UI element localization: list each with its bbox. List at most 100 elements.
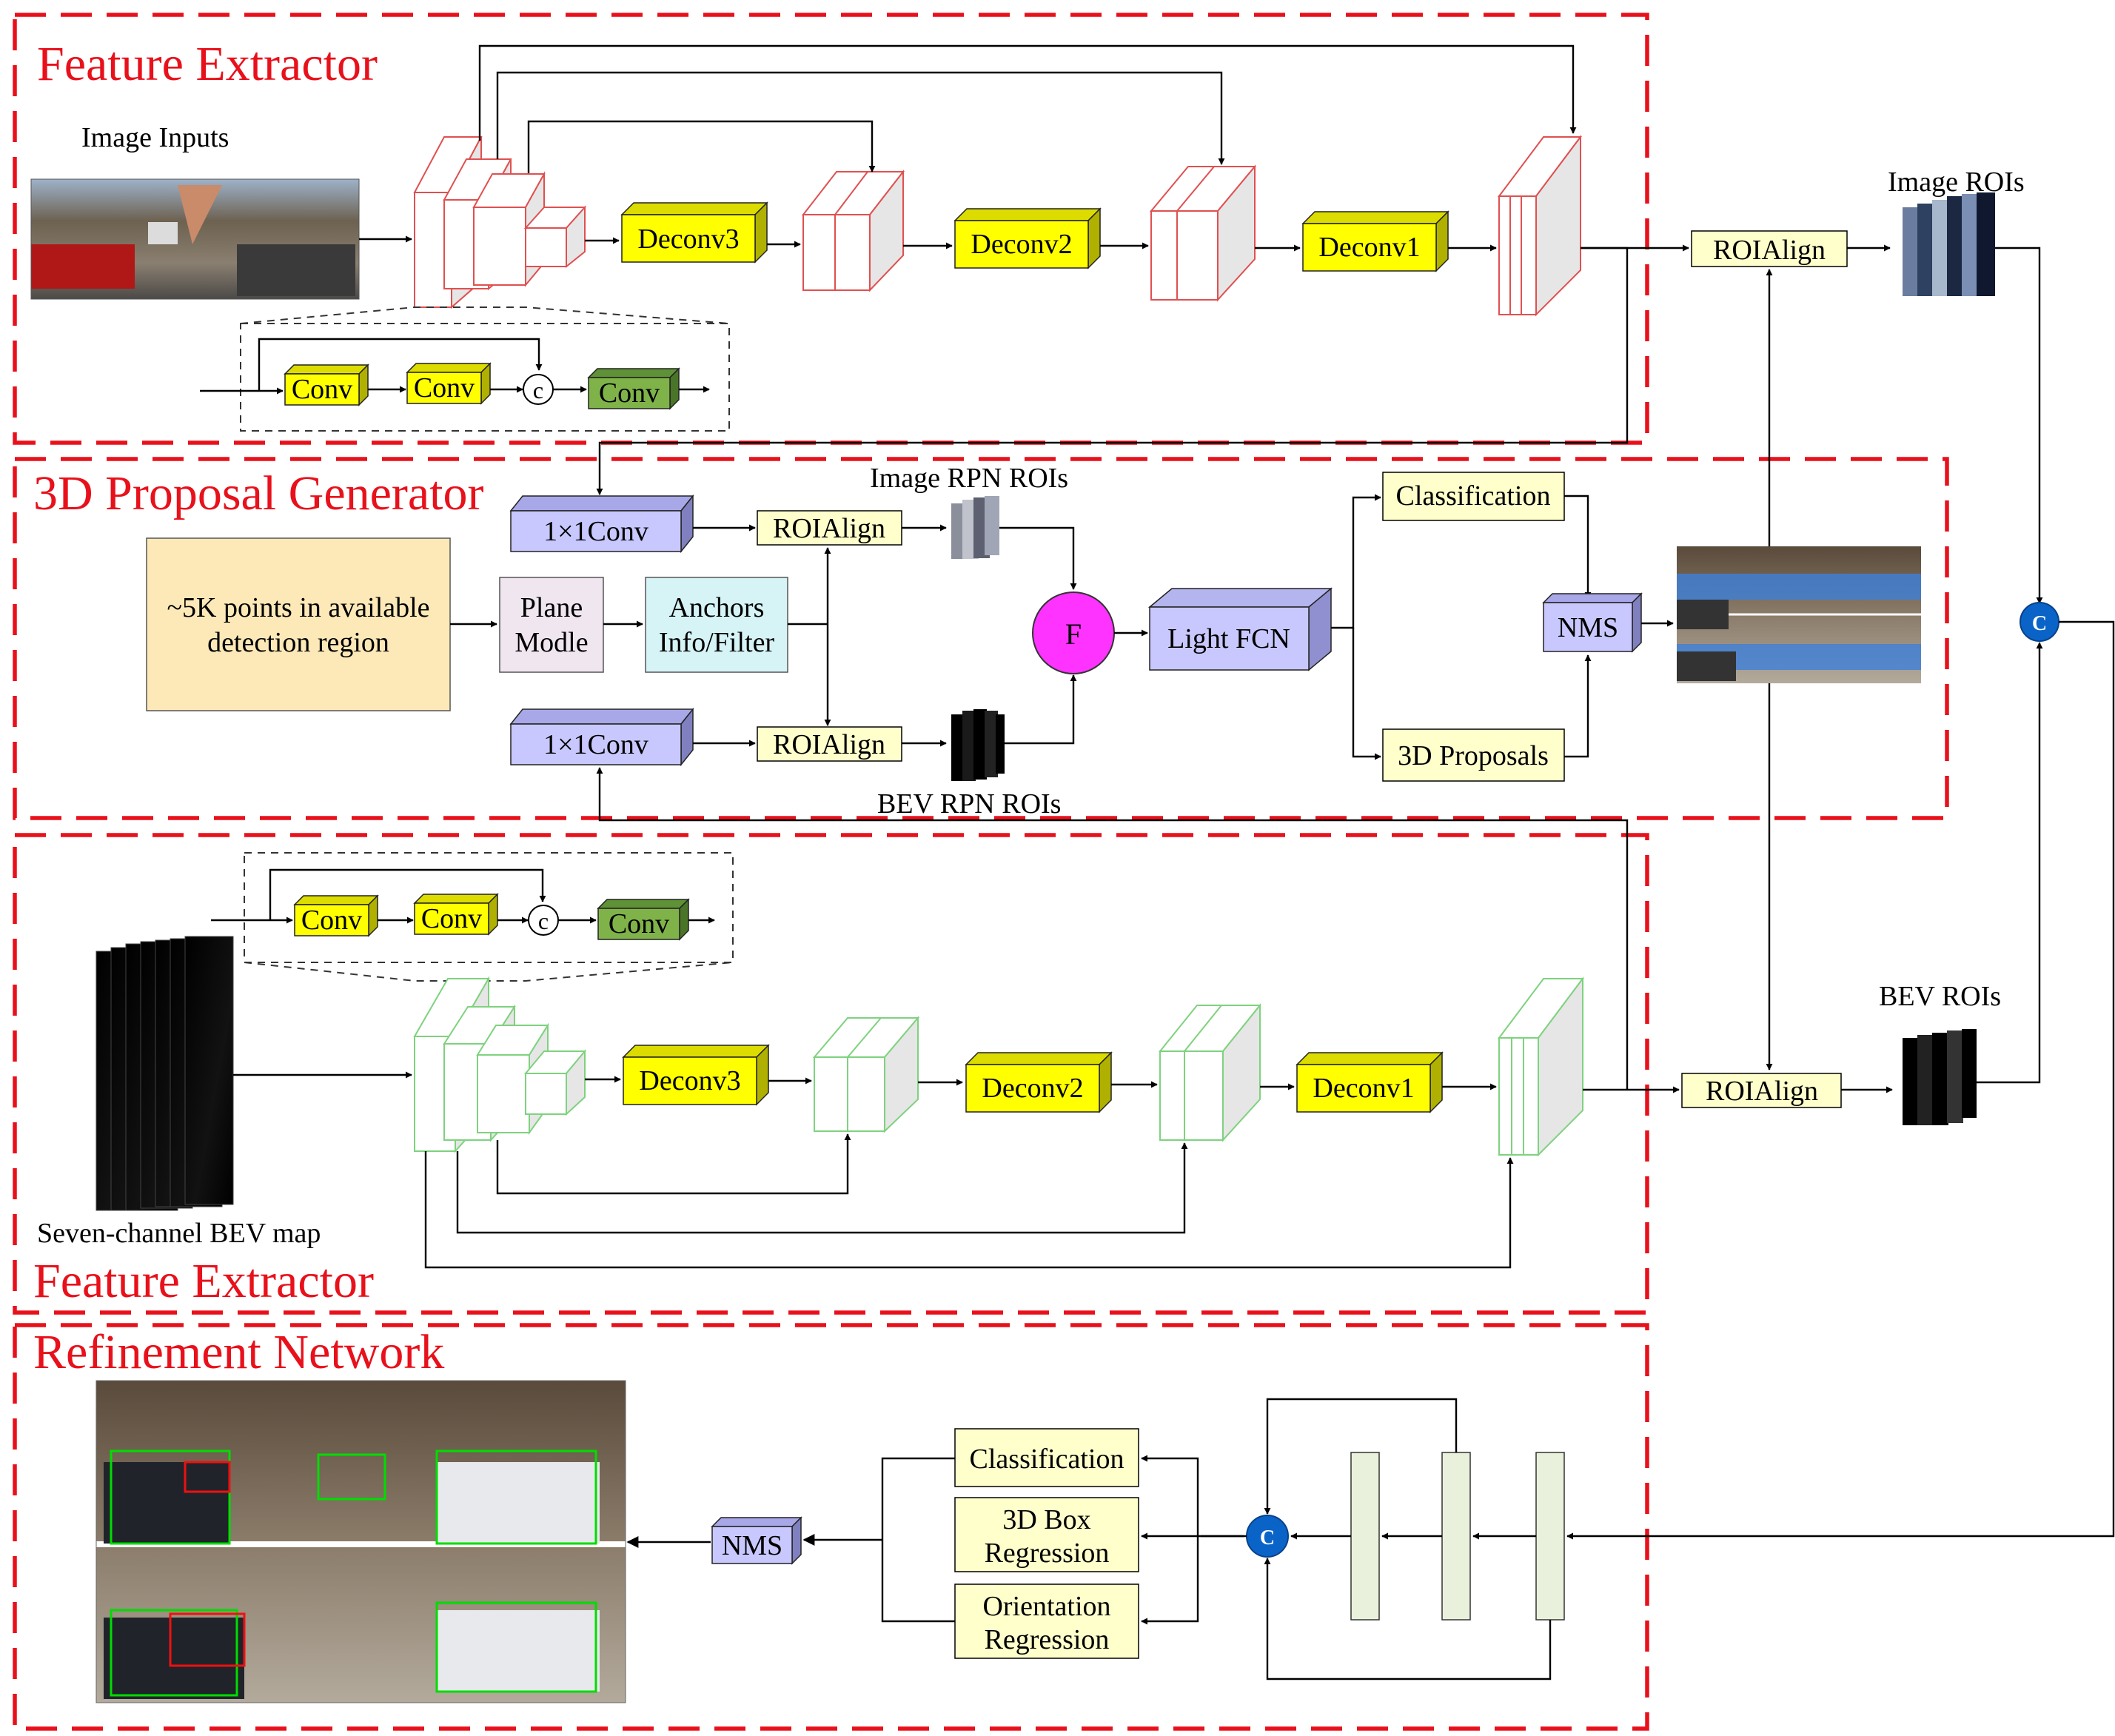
image-rpn-rois-label: Image RPN ROIs — [870, 463, 1068, 494]
orientation-regression-block: Orientation Regression — [954, 1583, 1139, 1659]
svg-text:c: c — [538, 908, 549, 934]
bev-encoder-stack — [413, 976, 587, 1153]
svg-text:Deconv1: Deconv1 — [1313, 1073, 1414, 1104]
svg-text:Modle: Modle — [514, 627, 588, 658]
bev-map-label: Seven-channel BEV map — [37, 1218, 321, 1249]
conv1x1-image[interactable]: 1×1Conv — [509, 494, 694, 554]
section-title-proposal: 3D Proposal Generator — [33, 466, 484, 520]
section-frame-refinement — [13, 1323, 1649, 1731]
section-title-image-extractor: Feature Extractor — [37, 37, 378, 91]
svg-text:C: C — [1260, 1526, 1275, 1549]
svg-text:1×1Conv: 1×1Conv — [543, 516, 648, 547]
svg-text:3D Proposals: 3D Proposals — [1398, 740, 1549, 771]
svg-text:ROIAlign: ROIAlign — [773, 513, 885, 544]
svg-text:Classification: Classification — [970, 1444, 1124, 1475]
svg-text:Conv: Conv — [609, 908, 669, 939]
svg-text:ROIAlign: ROIAlign — [773, 729, 885, 760]
svg-text:Conv: Conv — [421, 903, 482, 934]
conv-detail-inset-top — [240, 323, 730, 432]
classification-refinement: Classification — [954, 1428, 1139, 1487]
bev-feature-stack-4 — [1498, 976, 1584, 1157]
image-feature-stack-3 — [1149, 164, 1257, 302]
plane-model-box: Plane Modle — [499, 577, 604, 673]
bev-feature-stack-3 — [1158, 1003, 1262, 1142]
svg-text:Info/Filter: Info/Filter — [659, 627, 775, 658]
concat-refinement: C — [1246, 1515, 1289, 1558]
svg-text:Anchors: Anchors — [669, 592, 765, 623]
conv-detail-inset-bev — [244, 852, 734, 963]
image-feature-stack-2 — [801, 170, 905, 292]
svg-text:Regression: Regression — [985, 1624, 1110, 1655]
image-rpn-rois-thumbnails — [951, 496, 999, 559]
bev-map-stack — [95, 936, 234, 1211]
box-regression-block: 3D Box Regression — [954, 1497, 1139, 1572]
deconv2-top-block: Deconv2 — [953, 207, 1102, 269]
section-title-refinement: Refinement Network — [33, 1325, 444, 1379]
svg-text:Conv: Conv — [301, 905, 362, 936]
svg-text:Deconv2: Deconv2 — [982, 1073, 1083, 1104]
image-feature-stack-4 — [1498, 135, 1582, 317]
deconv1-top-label: Deconv1 — [1318, 232, 1420, 263]
svg-text:~5K points in available: ~5K points in available — [167, 592, 429, 623]
svg-text:C: C — [2032, 612, 2047, 635]
roialign-bev-rpn: ROIAlign — [757, 726, 902, 762]
svg-text:Plane: Plane — [520, 592, 583, 623]
roialign-top: ROIAlign — [1691, 230, 1848, 267]
proposal-result-image — [1677, 546, 1921, 683]
svg-text:Light FCN: Light FCN — [1167, 623, 1290, 654]
classification-proposal: Classification — [1382, 472, 1565, 521]
light-fcn-block: Light FCN — [1147, 587, 1333, 671]
concat-top-right: C — [2020, 602, 2059, 642]
deconv2-top-label: Deconv2 — [971, 229, 1072, 260]
svg-text:Orientation: Orientation — [982, 1591, 1110, 1622]
deconv3-bev-block: Deconv3 — [622, 1044, 770, 1106]
concat-small-bev: c — [528, 905, 559, 936]
svg-text:1×1Conv: 1×1Conv — [543, 729, 648, 760]
roialign-image-rpn: ROIAlign — [757, 510, 902, 546]
svg-text:Classification: Classification — [1396, 480, 1551, 512]
conv-top-3: Conv — [587, 367, 680, 410]
svg-text:Conv: Conv — [599, 378, 660, 409]
conv-bev-1: Conv — [293, 894, 379, 937]
roialign-bev: ROIAlign — [1681, 1073, 1842, 1108]
anchors-filter-box: Anchors Info/Filter — [645, 577, 788, 673]
image-inputs-label: Image Inputs — [81, 122, 229, 153]
svg-text:Deconv3: Deconv3 — [639, 1065, 740, 1096]
image-rois-label: Image ROIs — [1888, 167, 2025, 198]
bev-rois-label: BEV ROIs — [1879, 981, 2001, 1012]
svg-text:ROIAlign: ROIAlign — [1706, 1076, 1818, 1107]
image-rois-thumbnails — [1903, 192, 1995, 296]
points-region-box: ~5K points in available detection region — [146, 537, 451, 711]
section-title-bev-extractor: Feature Extractor — [33, 1254, 374, 1308]
image-input-photo — [30, 178, 360, 300]
image-encoder-stack — [413, 136, 587, 309]
deconv1-bev-block: Deconv1 — [1296, 1051, 1444, 1113]
conv-bev-2: Conv — [413, 893, 499, 936]
nms-proposal: NMS — [1542, 592, 1643, 653]
bev-feature-stack-2 — [812, 1016, 920, 1133]
detection-result-images — [95, 1380, 626, 1703]
bev-rpn-rois-thumbnails — [951, 709, 1005, 781]
bev-rpn-rois-label: BEV RPN ROIs — [877, 788, 1061, 820]
inset-zoom-lines-top — [240, 306, 730, 324]
svg-text:Regression: Regression — [985, 1538, 1110, 1569]
svg-text:ROIAlign: ROIAlign — [1713, 235, 1826, 266]
bev-rois-thumbnails — [1903, 1029, 1977, 1125]
svg-text:3D Box: 3D Box — [1002, 1504, 1090, 1535]
svg-text:detection region: detection region — [207, 627, 389, 658]
deconv3-top-block: Deconv3 — [620, 201, 768, 264]
conv-bev-3: Conv — [597, 898, 690, 941]
conv1x1-bev[interactable]: 1×1Conv — [509, 707, 694, 767]
concat-small-top: c — [523, 374, 554, 405]
fusion-node: F — [1032, 591, 1115, 674]
conv-top-2: Conv — [406, 362, 492, 405]
fc-layers — [1350, 1452, 1565, 1621]
deconv1-top-block: Deconv1 — [1301, 210, 1449, 272]
svg-text:Conv: Conv — [292, 374, 352, 405]
conv-top-1: Conv — [284, 363, 369, 406]
3d-proposals-box: 3D Proposals — [1382, 728, 1565, 782]
svg-text:Conv: Conv — [414, 372, 475, 403]
nms-refinement: NMS — [711, 1516, 802, 1565]
section-frame-proposal — [13, 457, 1949, 820]
